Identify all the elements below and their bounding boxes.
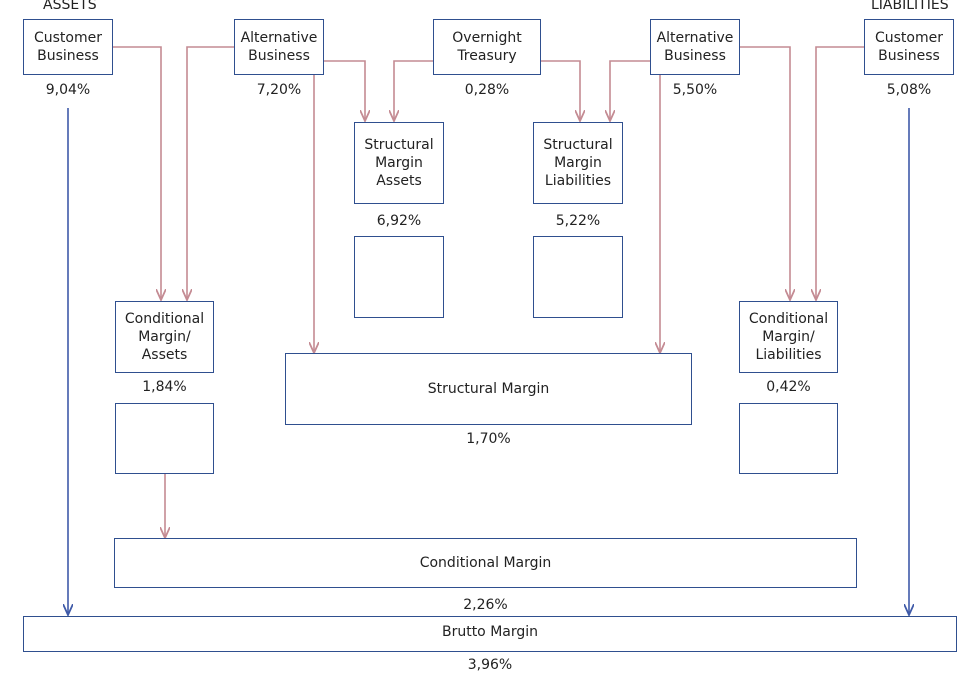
overnight-treasury-box: Overnight Treasury — [433, 19, 541, 75]
arrow-alternative-assets-to-conditional-assets — [187, 46, 234, 300]
structural-margin-assets-box: Structural Margin Assets — [354, 122, 444, 204]
assets-header: ASSETS — [43, 0, 97, 13]
conditional-margin-box: Conditional Margin — [114, 538, 857, 588]
customer-business-liabilities-value: 5,08% — [886, 82, 932, 98]
conditional-margin-liabilities-value: 0,42% — [766, 379, 811, 395]
arrow-alternative-liabilities-to-structural-margin-liabilities — [610, 60, 650, 121]
customer-business-liabilities-box: Customer Business — [864, 19, 954, 75]
structural-margin-value: 1,70% — [466, 431, 511, 447]
alternative-business-liabilities-box: Alternative Business — [650, 19, 740, 75]
conditional-margin-assets-box: Conditional Margin/ Assets — [115, 301, 214, 373]
structural-margin-liabilities-box: Structural Margin Liabilities — [533, 122, 623, 204]
customer-business-assets-value: 9,04% — [45, 82, 91, 98]
liabilities-header: LIABILITIES — [871, 0, 949, 13]
brutto-margin-value: 3,96% — [467, 657, 513, 673]
brutto-margin-box: Brutto Margin — [23, 616, 957, 652]
conditional-margin-assets-value: 1,84% — [142, 379, 187, 395]
arrow-customer-assets-to-conditional-assets — [113, 46, 161, 300]
alternative-business-liabilities-value: 5,50% — [672, 82, 718, 98]
customer-business-assets-box: Customer Business — [23, 19, 113, 75]
arrow-customer-liabilities-to-conditional-liabilities — [816, 46, 864, 300]
conditional-margin-assets-empty-box — [115, 403, 214, 474]
structural-margin-liabilities-empty-box — [533, 236, 623, 318]
arrow-alternative-assets-to-structural-margin-assets — [324, 60, 365, 121]
conditional-margin-liabilities-empty-box — [739, 403, 838, 474]
conditional-margin-liabilities-box: Conditional Margin/ Liabilities — [739, 301, 838, 373]
arrow-overnight-to-structural-margin-liabilities — [540, 60, 580, 121]
structural-margin-assets-value: 6,92% — [376, 213, 422, 229]
arrow-alternative-liabilities-to-conditional-liabilities — [740, 46, 790, 300]
structural-margin-box: Structural Margin — [285, 353, 692, 425]
structural-margin-assets-empty-box — [354, 236, 444, 318]
conditional-margin-value: 2,26% — [463, 597, 508, 613]
alternative-business-assets-value: 7,20% — [256, 82, 302, 98]
alternative-business-assets-box: Alternative Business — [234, 19, 324, 75]
arrow-overnight-to-structural-margin-assets — [394, 60, 433, 121]
overnight-treasury-value: 0,28% — [464, 82, 510, 98]
structural-margin-liabilities-value: 5,22% — [555, 213, 601, 229]
